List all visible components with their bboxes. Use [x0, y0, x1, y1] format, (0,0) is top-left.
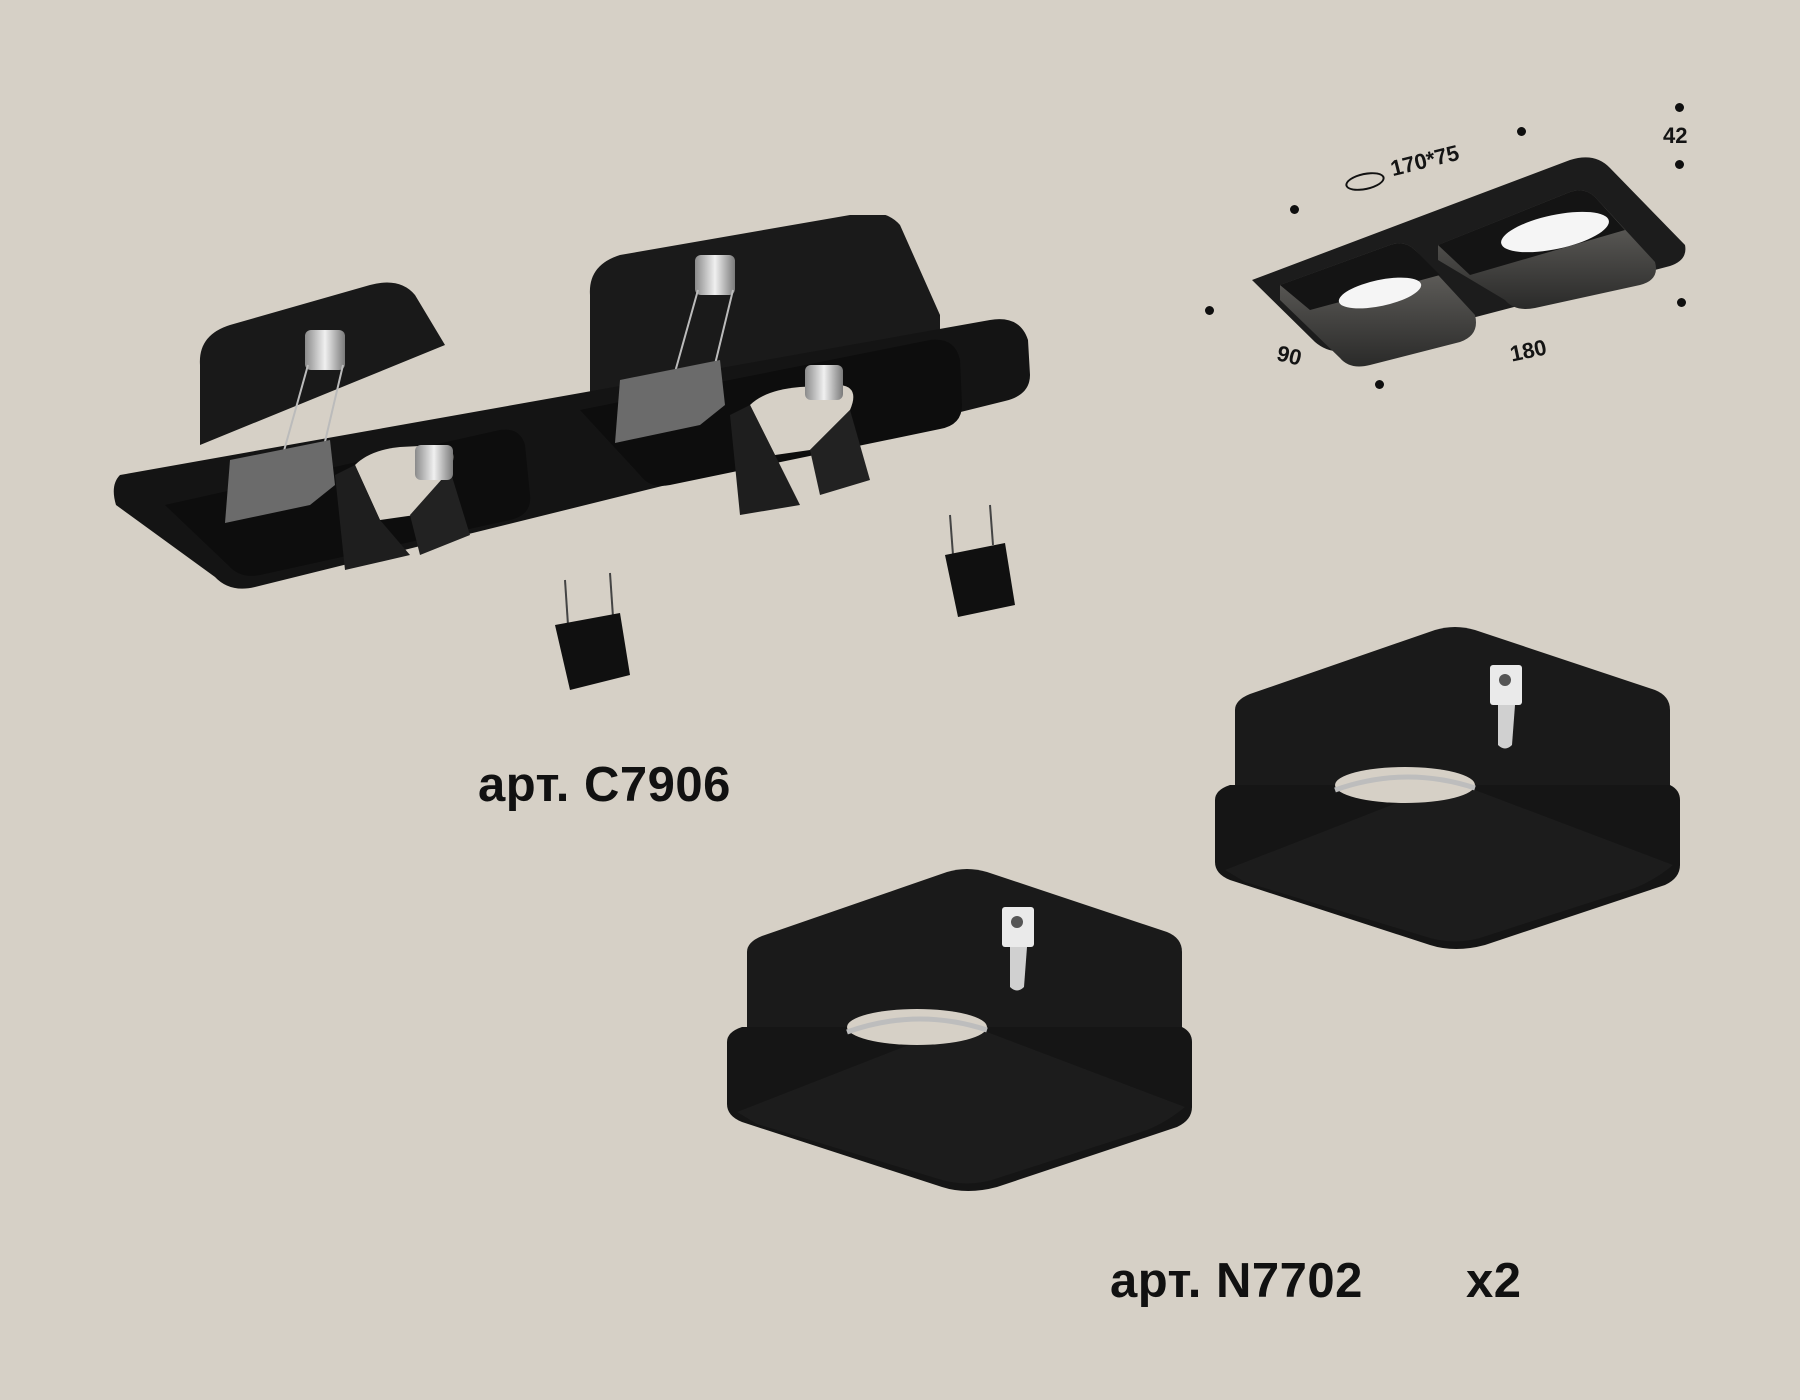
quantity-label: x2	[1466, 1254, 1522, 1308]
dimension-dot	[1675, 160, 1684, 169]
module-n7702-illustration	[1215, 620, 1685, 950]
frame-c7906-illustration	[110, 215, 1200, 715]
dimension-diagram: 170*75 42 90 180	[1200, 80, 1700, 420]
dimension-dot	[1205, 306, 1214, 315]
dimension-dot	[1677, 298, 1686, 307]
dimension-dot	[1290, 205, 1299, 214]
dimension-dot	[1675, 103, 1684, 112]
module-n7702-illustration	[727, 862, 1197, 1192]
height-dimension: 42	[1663, 123, 1688, 148]
assembled-fixture-illustration	[1252, 157, 1686, 367]
dimension-dot	[1517, 127, 1526, 136]
dimension-dot	[1375, 380, 1384, 389]
product-label-n7702: арт. N7702	[1110, 1254, 1363, 1308]
product-label-c7906: арт. C7906	[478, 758, 731, 812]
